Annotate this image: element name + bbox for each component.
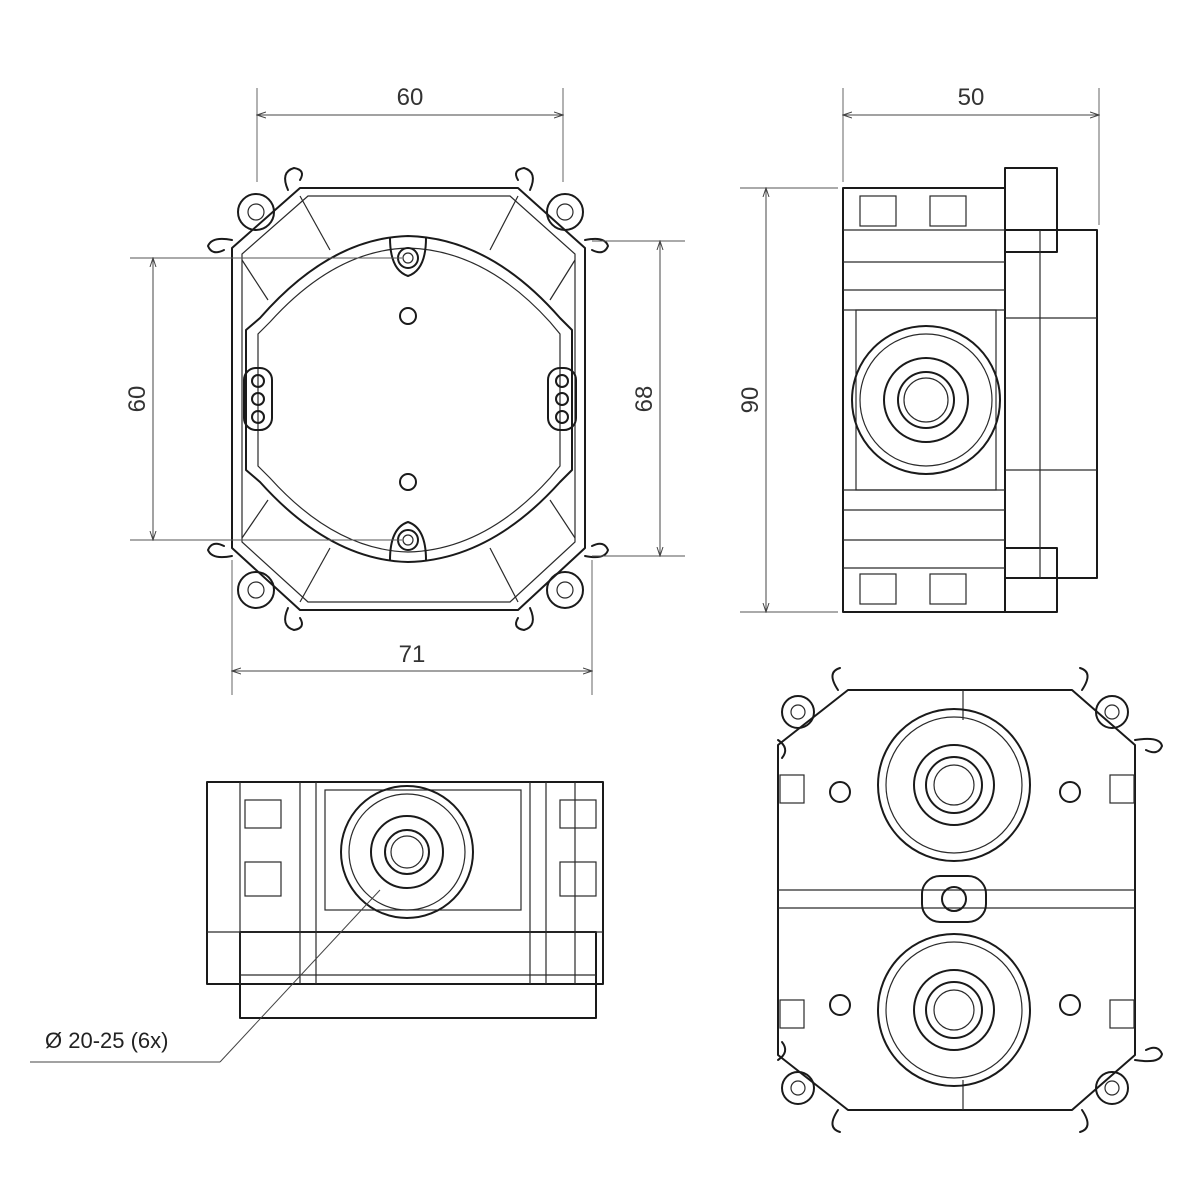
dim-front-height-inner: 60 bbox=[124, 258, 402, 540]
dim-front-height-outer: 68 bbox=[592, 241, 685, 556]
dim-label-50: 50 bbox=[958, 84, 985, 111]
dim-side-height: 90 bbox=[737, 188, 838, 612]
entry-diameter-label: Ø 20-25 (6x) bbox=[45, 1028, 169, 1053]
entry-diameter-note: Ø 20-25 (6x) bbox=[30, 889, 381, 1063]
dim-front-width: 60 bbox=[257, 84, 563, 182]
dim-label-60-left: 60 bbox=[124, 386, 151, 413]
top-view bbox=[777, 667, 1163, 1133]
dim-label-90: 90 bbox=[737, 387, 764, 414]
dim-side-width: 50 bbox=[843, 84, 1099, 225]
dim-label-71: 71 bbox=[399, 641, 426, 668]
dim-front-width-outer: 71 bbox=[232, 560, 592, 695]
front-view bbox=[207, 167, 609, 631]
dim-label-68: 68 bbox=[631, 386, 658, 413]
dim-label-60-top: 60 bbox=[397, 84, 424, 111]
side-view bbox=[842, 167, 1098, 613]
bottom-view bbox=[206, 781, 604, 1019]
